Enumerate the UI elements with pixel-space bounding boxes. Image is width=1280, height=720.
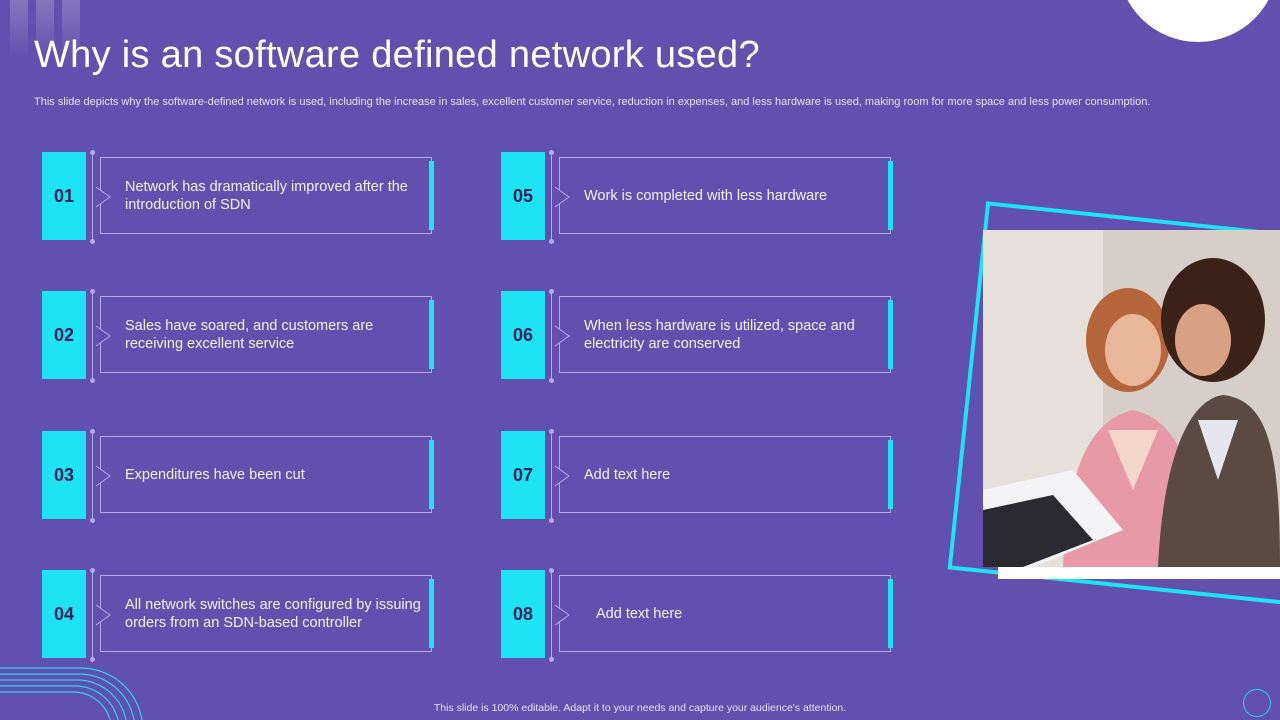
accent-bar [888,300,893,369]
decorative-circle-bottom-right [1243,689,1271,717]
item-number-badge: 06 [501,291,545,379]
accent-bar [429,161,434,230]
item-text: Network has dramatically improved after … [125,178,408,213]
photo-illustration [983,230,1280,567]
connector-line [551,152,552,242]
chevron-right-icon [554,465,570,487]
photo-base-strip [998,567,1280,579]
item-text: When less hardware is utilized, space an… [584,317,855,352]
photo-two-women-with-laptop [983,230,1280,567]
connector-dot [549,568,554,573]
item-number-badge: 02 [42,291,86,379]
item-number-badge: 04 [42,570,86,658]
accent-bar [888,161,893,230]
item-number-badge: 03 [42,431,86,519]
accent-bar [429,440,434,509]
accent-bar [429,300,434,369]
connector-dot [549,289,554,294]
list-item: 08 Add text here [501,568,921,662]
connector-line [551,291,552,381]
footer-note: This slide is 100% editable. Adapt it to… [433,702,847,714]
connector-dot [90,378,95,383]
item-number-badge: 08 [501,570,545,658]
item-text: Add text here [596,605,683,622]
accent-bar [429,579,434,648]
connector-dot [90,657,95,662]
connector-dot [549,518,554,523]
connector-dot [90,289,95,294]
connector-dot [90,518,95,523]
connector-line [551,431,552,521]
item-text: Sales have soared, and customers are rec… [125,317,374,352]
accent-bar [888,579,893,648]
connector-line [92,152,93,242]
list-item: 02 Sales have soared, and customers are … [42,289,462,383]
item-text: All network switches are configured by i… [125,596,421,631]
chevron-right-icon [95,465,111,487]
chevron-right-icon [554,186,570,208]
connector-dot [90,429,95,434]
chevron-right-icon [554,604,570,626]
list-item: 07 Add text here [501,429,921,523]
list-item: 01 Network has dramatically improved aft… [42,150,462,244]
connector-dot [549,378,554,383]
list-item: 04 All network switches are configured b… [42,568,462,662]
list-item: 05 Work is completed with less hardware [501,150,921,244]
list-item: 03 Expenditures have been cut [42,429,462,523]
item-number-badge: 01 [42,152,86,240]
item-text: Add text here [584,466,671,483]
connector-line [92,431,93,521]
item-number-badge: 07 [501,431,545,519]
decorative-circle-top-right [1118,0,1278,42]
connector-dot [90,239,95,244]
slide-description: This slide depicts why the software-defi… [34,96,1151,108]
connector-dot [90,568,95,573]
connector-dot [549,657,554,662]
page-title: Why is an software defined network used? [34,34,760,76]
chevron-right-icon [554,325,570,347]
connector-dot [549,150,554,155]
connector-dot [549,239,554,244]
item-text: Work is completed with less hardware [584,187,828,204]
connector-dot [90,150,95,155]
connector-line [92,570,93,660]
decorative-arcs [0,667,143,720]
chevron-right-icon [95,604,111,626]
connector-line [551,570,552,660]
accent-bar [888,440,893,509]
connector-line [92,291,93,381]
item-text: Expenditures have been cut [125,466,305,483]
list-item: 06 When less hardware is utilized, space… [501,289,921,383]
item-number-badge: 05 [501,152,545,240]
chevron-right-icon [95,186,111,208]
connector-dot [549,429,554,434]
chevron-right-icon [95,325,111,347]
